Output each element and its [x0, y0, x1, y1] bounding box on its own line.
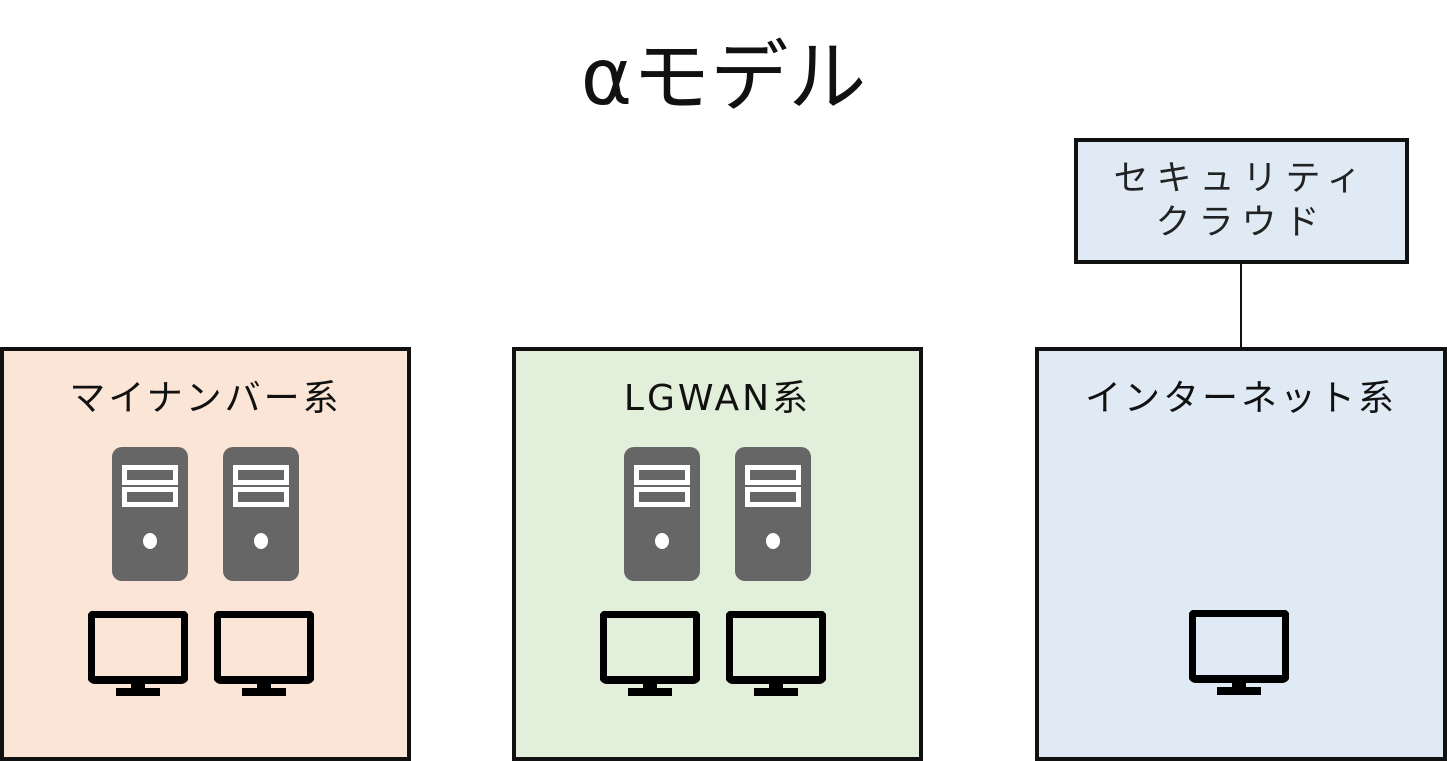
monitor-icon	[600, 611, 700, 697]
security-cloud-box: セキュリティ クラウド	[1074, 138, 1409, 264]
server-tower-icon	[624, 447, 700, 581]
diagram-title: αモデル	[580, 33, 867, 123]
zone-internet: インターネット系	[1035, 347, 1447, 761]
monitor-icon	[88, 611, 188, 697]
zone-mynumber: マイナンバー系	[0, 347, 411, 761]
monitor-icon	[214, 611, 314, 697]
security-cloud-label-line1: セキュリティ	[1113, 159, 1370, 199]
zone-label-lgwan: LGWAN系	[623, 378, 812, 419]
server-tower-icon	[112, 447, 188, 581]
monitor-icon	[726, 611, 826, 697]
server-tower-icon	[735, 447, 811, 581]
security-cloud-label-line2: クラウド	[1155, 203, 1328, 243]
zone-lgwan: LGWAN系	[512, 347, 923, 761]
zone-label-mynumber: マイナンバー系	[69, 378, 342, 419]
monitor-icon	[1189, 610, 1289, 696]
zone-label-internet: インターネット系	[1084, 378, 1397, 419]
cloud-internet-connector	[1240, 264, 1242, 347]
server-tower-icon	[223, 447, 299, 581]
